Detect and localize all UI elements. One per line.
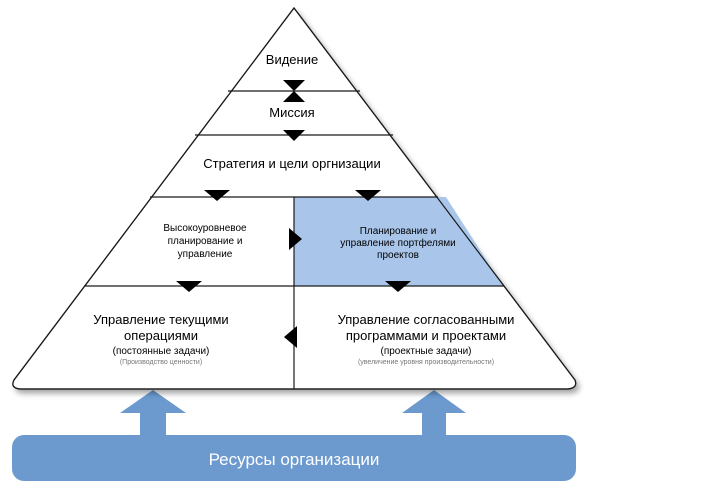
arrow-strategy-right-down-icon [355,190,381,201]
up-arrow-left [120,390,186,440]
arrow-programs-left-icon [284,326,297,348]
arrow-strategy-left-down-icon [204,190,230,201]
pyramid-dividers [12,7,577,390]
arrow-highlevel-down-icon [176,281,202,292]
arrow-mission-down-icon [283,130,305,141]
portfolio-cell [294,197,503,286]
strategy-label: Стратегия и цели оргнизации [203,156,380,171]
portfolio-line1: Планирование и [360,226,437,237]
flow-arrows [176,80,411,348]
pyramid-labels: Видение Миссия Стратегия и цели оргнизац… [93,52,514,366]
portfolio-line3: проектов [377,250,419,261]
resources-label: Ресурсы организации [209,450,380,469]
up-arrow-left-shape [120,390,186,440]
arrow-planning-right-icon [289,228,302,250]
pyramid-outline-top [12,7,577,390]
up-arrow-right-shape [402,390,466,440]
operations-line2: операциями [124,328,198,343]
portfolio-line2: управление портфелями [340,237,456,249]
programs-line3: (проектные задачи) [381,346,472,357]
arrow-mission-up-icon [283,91,305,102]
operations-line3: (постоянные задачи) [113,346,210,357]
operations-line1: Управление текущими [93,312,228,327]
operations-line4: (Производство ценности) [120,359,202,366]
mission-label: Миссия [269,105,314,120]
resources-bar [12,435,576,481]
programs-line2: программами и проектами [346,328,506,343]
programs-line1: Управление согласованными [338,312,515,327]
high-level-line2: планирование и [168,236,243,247]
arrow-portfolio-down-icon [385,281,411,292]
programs-line4: (увеличение уровня производительности) [358,359,494,366]
high-level-line1: Высокоуровневое [163,223,247,234]
high-level-line3: управление [178,249,233,260]
resources-base: Ресурсы организации [12,435,576,481]
vision-label: Видение [266,52,318,67]
arrow-vision-down-icon [283,80,305,91]
up-arrow-right [402,390,466,440]
